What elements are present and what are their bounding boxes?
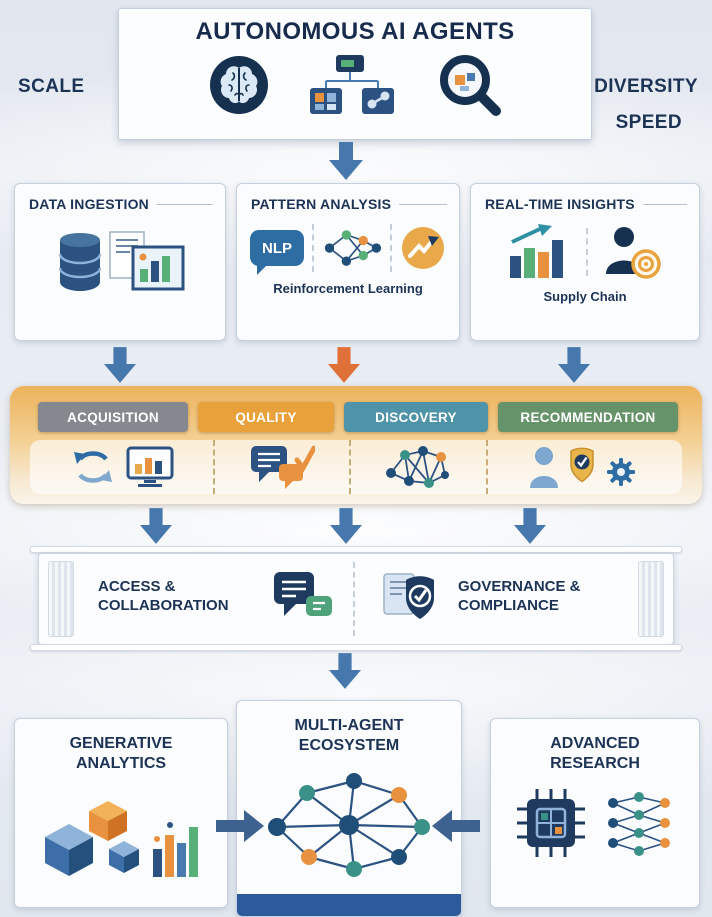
panel-subtitle: Supply Chain xyxy=(543,289,627,304)
panel-pattern-analysis: PATTERN ANALYSIS NLP xyxy=(236,183,460,341)
person-icon xyxy=(529,447,558,488)
chat-bubbles-icon xyxy=(274,572,332,616)
tab-discovery: DISCOVERY xyxy=(344,402,488,432)
acquisition-icons xyxy=(30,440,213,494)
database-icon xyxy=(58,233,102,291)
icon-divider xyxy=(312,224,314,272)
panel-title: DATA INGESTION xyxy=(29,196,149,212)
agent-network-icon xyxy=(268,772,430,877)
header-icons xyxy=(119,53,591,117)
governance-compliance-group: GOVERNANCE & COMPLIANCE xyxy=(382,568,582,624)
access-collaboration-group: ACCESS & COLLABORATION xyxy=(98,570,334,622)
tab-label: ACQUISITION xyxy=(67,409,159,425)
flow-arrow-down-analysis xyxy=(328,347,360,383)
access-collaboration-label: ACCESS & COLLABORATION xyxy=(98,577,229,615)
band-top-ledge xyxy=(30,546,682,553)
brain-icon xyxy=(210,56,268,114)
trend-circle-icon xyxy=(402,227,444,269)
flow-arrow-down-right xyxy=(514,508,546,544)
gear-icon xyxy=(606,458,635,486)
governance-band xyxy=(38,553,674,645)
magnifier-analysis-icon xyxy=(440,55,501,116)
governance-divider xyxy=(353,562,355,636)
bar-chart-arrow-icon xyxy=(510,224,563,278)
tab-label: RECOMMENDATION xyxy=(520,409,656,425)
panel-subtitle: Reinforcement Learning xyxy=(273,281,423,296)
flow-arrow-down-left xyxy=(140,508,172,544)
quality-icons xyxy=(213,440,349,494)
footer-accent-bar xyxy=(237,894,461,916)
pipeline-icons-strip xyxy=(30,440,682,494)
tab-quality: QUALITY xyxy=(198,402,334,432)
title-rule xyxy=(156,203,213,205)
flow-arrow-down-header xyxy=(329,142,363,180)
tab-recommendation: RECOMMENDATION xyxy=(498,402,678,432)
pillar-left xyxy=(48,561,74,637)
chat-check-icon xyxy=(251,445,316,489)
tab-acquisition: ACQUISITION xyxy=(38,402,188,432)
label-speed: SPEED xyxy=(615,112,682,133)
neural-network-icon xyxy=(324,230,382,266)
panel-title: MULTI-AGENT ECOSYSTEM xyxy=(294,717,404,755)
nlp-badge-label: NLP xyxy=(262,239,292,257)
discovery-icons xyxy=(349,440,486,494)
panel-realtime-insights: REAL-TIME INSIGHTS Supply Chain xyxy=(470,183,700,341)
title-rule xyxy=(642,203,687,205)
panel-title: ADVANCED RESEARCH xyxy=(550,735,640,773)
sync-arrows-icon xyxy=(73,451,112,483)
flow-arrow-down-insights xyxy=(558,347,590,383)
label-scale: SCALE xyxy=(18,76,85,97)
flow-arrow-right-to-center xyxy=(216,810,264,842)
cubes-chart-icon xyxy=(45,800,198,877)
workflow-nodes-icon xyxy=(310,55,394,114)
cpu-chip-icon xyxy=(517,788,585,857)
nlp-bubble-icon: NLP xyxy=(250,230,304,275)
documents-chart-icon xyxy=(109,231,185,291)
panel-data-ingestion: DATA INGESTION xyxy=(14,183,226,341)
label-diversity: DIVERSITY xyxy=(594,76,698,97)
analytics-monitor-icon xyxy=(126,446,174,487)
panel-title: REAL-TIME INSIGHTS xyxy=(485,196,635,212)
panel-advanced-research: ADVANCED RESEARCH xyxy=(490,718,700,908)
flow-arrow-down-ingestion xyxy=(104,347,136,383)
panel-title: PATTERN ANALYSIS xyxy=(251,196,392,212)
tab-label: QUALITY xyxy=(235,409,297,425)
governance-compliance-label: GOVERNANCE & COMPLIANCE xyxy=(458,577,581,615)
pillar-right xyxy=(638,561,664,637)
flow-arrow-down-governance xyxy=(329,652,361,690)
panel-multi-agent-ecosystem: MULTI-AGENT ECOSYSTEM xyxy=(236,700,462,917)
band-bottom-ledge xyxy=(30,644,682,651)
recommendation-icon-group xyxy=(529,447,635,488)
page-title: AUTONOMOUS AI AGENTS xyxy=(195,18,515,45)
panel-title: GENERATIVE ANALYTICS xyxy=(69,735,173,773)
person-target-icon xyxy=(606,227,661,279)
title-rule xyxy=(399,203,447,205)
header-banner: AUTONOMOUS AI AGENTS xyxy=(118,8,592,140)
flow-arrow-down-center xyxy=(330,508,362,544)
shield-document-icon xyxy=(383,573,434,619)
icon-divider xyxy=(390,224,392,272)
panel-generative-analytics: GENERATIVE ANALYTICS xyxy=(14,718,228,908)
icon-divider xyxy=(586,228,588,276)
shield-check-icon xyxy=(570,447,594,483)
recommendation-icons xyxy=(485,440,682,494)
pipeline-band: ACQUISITION QUALITY DISCOVERY RECOMMENDA… xyxy=(10,386,702,504)
flow-arrow-left-to-center xyxy=(432,810,480,842)
graph-network-icon xyxy=(386,446,450,488)
tab-label: DISCOVERY xyxy=(375,409,457,425)
layered-network-icon xyxy=(608,791,670,856)
